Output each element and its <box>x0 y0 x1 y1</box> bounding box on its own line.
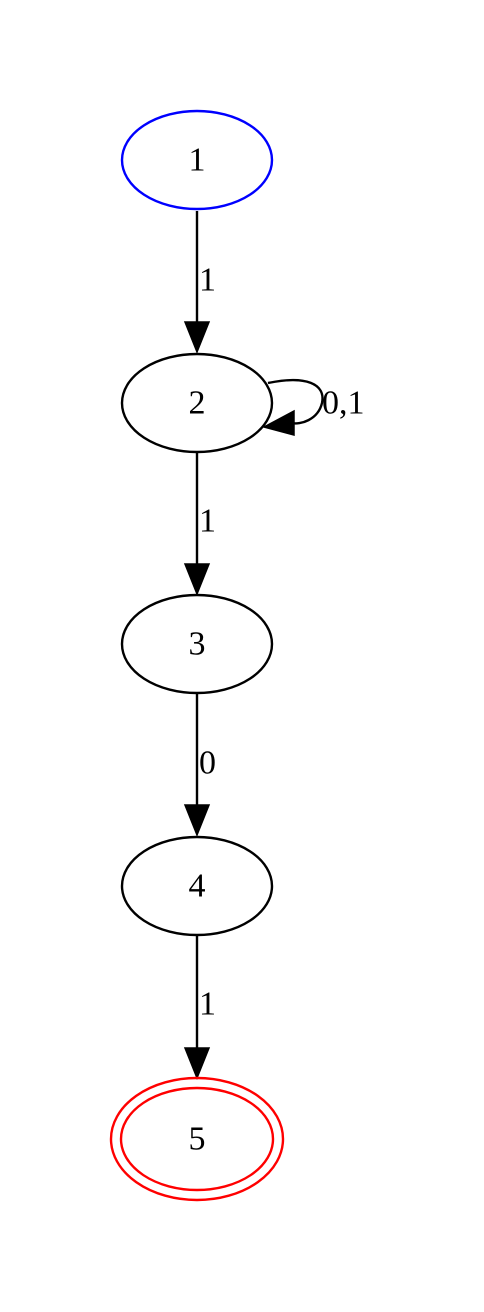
state-1: 1 <box>120 109 274 211</box>
arrowhead <box>183 1047 211 1081</box>
transition-label: 1 <box>199 503 216 540</box>
transition-2-to-2-loop: 0,1 <box>261 378 365 436</box>
transition-label: 0,1 <box>322 385 365 422</box>
transition-1-to-2: 1 <box>183 211 216 355</box>
arrowhead <box>183 804 211 838</box>
edge-loop <box>267 378 324 425</box>
state-ellipse <box>120 352 274 454</box>
arrowhead <box>183 321 211 355</box>
state-3: 3 <box>120 593 274 695</box>
arrowhead <box>183 563 211 597</box>
state-label: 4 <box>189 868 206 905</box>
transition-label: 1 <box>199 986 216 1023</box>
state-label: 2 <box>189 385 206 422</box>
state-ellipse <box>120 835 274 937</box>
state-label: 5 <box>189 1121 206 1158</box>
transition-label: 1 <box>199 262 216 299</box>
state-ellipse-inner <box>119 1086 275 1192</box>
arrowhead <box>261 409 295 436</box>
state-5: 5 <box>109 1076 285 1202</box>
state-ellipse <box>120 593 274 695</box>
transition-label: 0 <box>199 745 216 782</box>
state-ellipse <box>120 109 274 211</box>
state-4: 4 <box>120 835 274 937</box>
state-2: 2 <box>120 352 274 454</box>
transition-3-to-4: 0 <box>183 694 216 838</box>
transition-4-to-5: 1 <box>183 936 216 1081</box>
state-label: 1 <box>189 142 206 179</box>
state-label: 3 <box>189 626 206 663</box>
transition-2-to-3: 1 <box>183 453 216 597</box>
state-ellipse-outer <box>109 1076 285 1202</box>
